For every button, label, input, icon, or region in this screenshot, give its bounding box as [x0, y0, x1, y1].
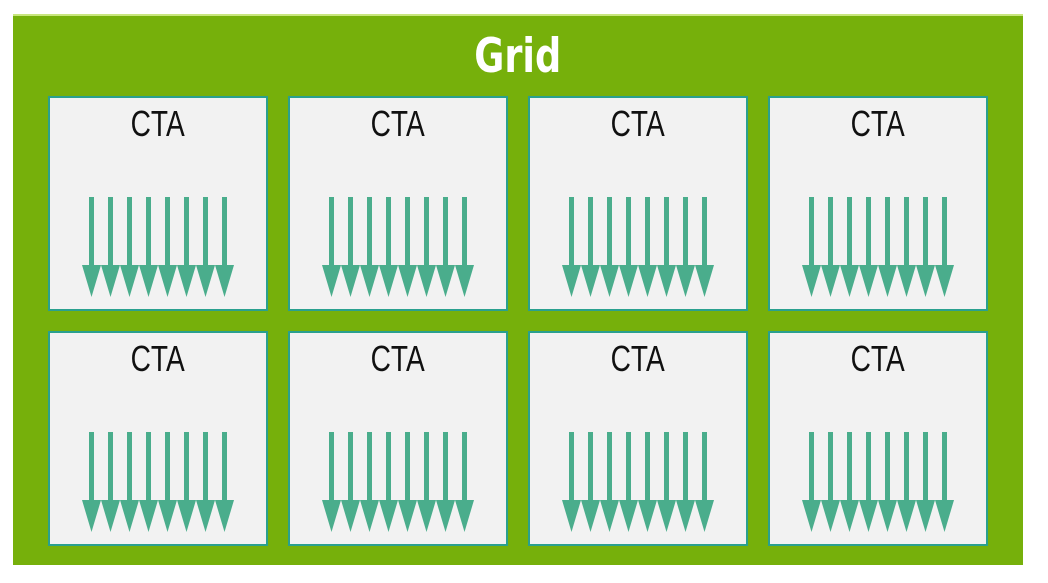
down-arrow-icon	[581, 197, 600, 297]
down-arrow-icon	[695, 432, 714, 532]
down-arrow-icon	[581, 432, 600, 532]
down-arrow-icon	[878, 432, 897, 532]
thread-arrows	[82, 197, 234, 297]
down-arrow-icon	[101, 432, 120, 532]
down-arrow-icon	[619, 197, 638, 297]
down-arrow-icon	[139, 432, 158, 532]
cta-box: CTA	[528, 96, 748, 311]
down-arrow-icon	[215, 197, 234, 297]
thread-arrows	[802, 197, 954, 297]
down-arrow-icon	[600, 197, 619, 297]
down-arrow-icon	[158, 432, 177, 532]
down-arrow-icon	[398, 432, 417, 532]
cta-label: CTA	[370, 103, 426, 144]
down-arrow-icon	[417, 432, 436, 532]
cta-label: CTA	[130, 338, 186, 379]
down-arrow-icon	[158, 197, 177, 297]
down-arrow-icon	[322, 432, 341, 532]
down-arrow-icon	[322, 197, 341, 297]
cta-box: CTA	[288, 96, 508, 311]
down-arrow-icon	[455, 432, 474, 532]
down-arrow-icon	[562, 197, 581, 297]
down-arrow-icon	[916, 197, 935, 297]
down-arrow-icon	[82, 432, 101, 532]
down-arrow-icon	[840, 197, 859, 297]
down-arrow-icon	[840, 432, 859, 532]
grid-title: Grid	[13, 16, 1023, 96]
down-arrow-icon	[341, 197, 360, 297]
thread-arrows	[322, 432, 474, 532]
grid-panel: Grid CTA CTA CTA CTA CTA CTA CTA CTA	[13, 14, 1023, 565]
down-arrow-icon	[562, 432, 581, 532]
cta-label: CTA	[370, 338, 426, 379]
thread-arrows	[562, 432, 714, 532]
down-arrow-icon	[897, 197, 916, 297]
down-arrow-icon	[120, 432, 139, 532]
down-arrow-icon	[935, 197, 954, 297]
cta-label: CTA	[130, 103, 186, 144]
down-arrow-icon	[916, 432, 935, 532]
cta-label: CTA	[610, 103, 666, 144]
down-arrow-icon	[859, 197, 878, 297]
thread-arrows	[802, 432, 954, 532]
cta-label: CTA	[850, 338, 906, 379]
down-arrow-icon	[398, 197, 417, 297]
down-arrow-icon	[196, 197, 215, 297]
cta-box: CTA	[48, 331, 268, 546]
down-arrow-icon	[341, 432, 360, 532]
down-arrow-icon	[695, 197, 714, 297]
down-arrow-icon	[638, 197, 657, 297]
down-arrow-icon	[177, 197, 196, 297]
down-arrow-icon	[619, 432, 638, 532]
thread-arrows	[82, 432, 234, 532]
down-arrow-icon	[878, 197, 897, 297]
thread-arrows	[322, 197, 474, 297]
down-arrow-icon	[600, 432, 619, 532]
down-arrow-icon	[82, 197, 101, 297]
down-arrow-icon	[638, 432, 657, 532]
down-arrow-icon	[139, 197, 158, 297]
thread-arrows	[562, 197, 714, 297]
down-arrow-icon	[657, 432, 676, 532]
down-arrow-icon	[897, 432, 916, 532]
cta-label: CTA	[610, 338, 666, 379]
down-arrow-icon	[196, 432, 215, 532]
down-arrow-icon	[379, 197, 398, 297]
down-arrow-icon	[935, 432, 954, 532]
down-arrow-icon	[802, 432, 821, 532]
down-arrow-icon	[455, 197, 474, 297]
cta-box: CTA	[48, 96, 268, 311]
down-arrow-icon	[821, 432, 840, 532]
down-arrow-icon	[360, 432, 379, 532]
down-arrow-icon	[676, 197, 695, 297]
down-arrow-icon	[802, 197, 821, 297]
cta-grid: CTA CTA CTA CTA CTA CTA CTA CTA	[13, 96, 1023, 546]
down-arrow-icon	[360, 197, 379, 297]
down-arrow-icon	[657, 197, 676, 297]
down-arrow-icon	[436, 432, 455, 532]
cta-box: CTA	[768, 331, 988, 546]
cta-box: CTA	[288, 331, 508, 546]
down-arrow-icon	[436, 197, 455, 297]
down-arrow-icon	[859, 432, 878, 532]
cta-box: CTA	[528, 331, 748, 546]
down-arrow-icon	[417, 197, 436, 297]
grid-title-label: Grid	[474, 28, 562, 84]
down-arrow-icon	[821, 197, 840, 297]
down-arrow-icon	[101, 197, 120, 297]
down-arrow-icon	[379, 432, 398, 532]
cta-box: CTA	[768, 96, 988, 311]
down-arrow-icon	[177, 432, 196, 532]
down-arrow-icon	[120, 197, 139, 297]
cta-label: CTA	[850, 103, 906, 144]
down-arrow-icon	[215, 432, 234, 532]
down-arrow-icon	[676, 432, 695, 532]
